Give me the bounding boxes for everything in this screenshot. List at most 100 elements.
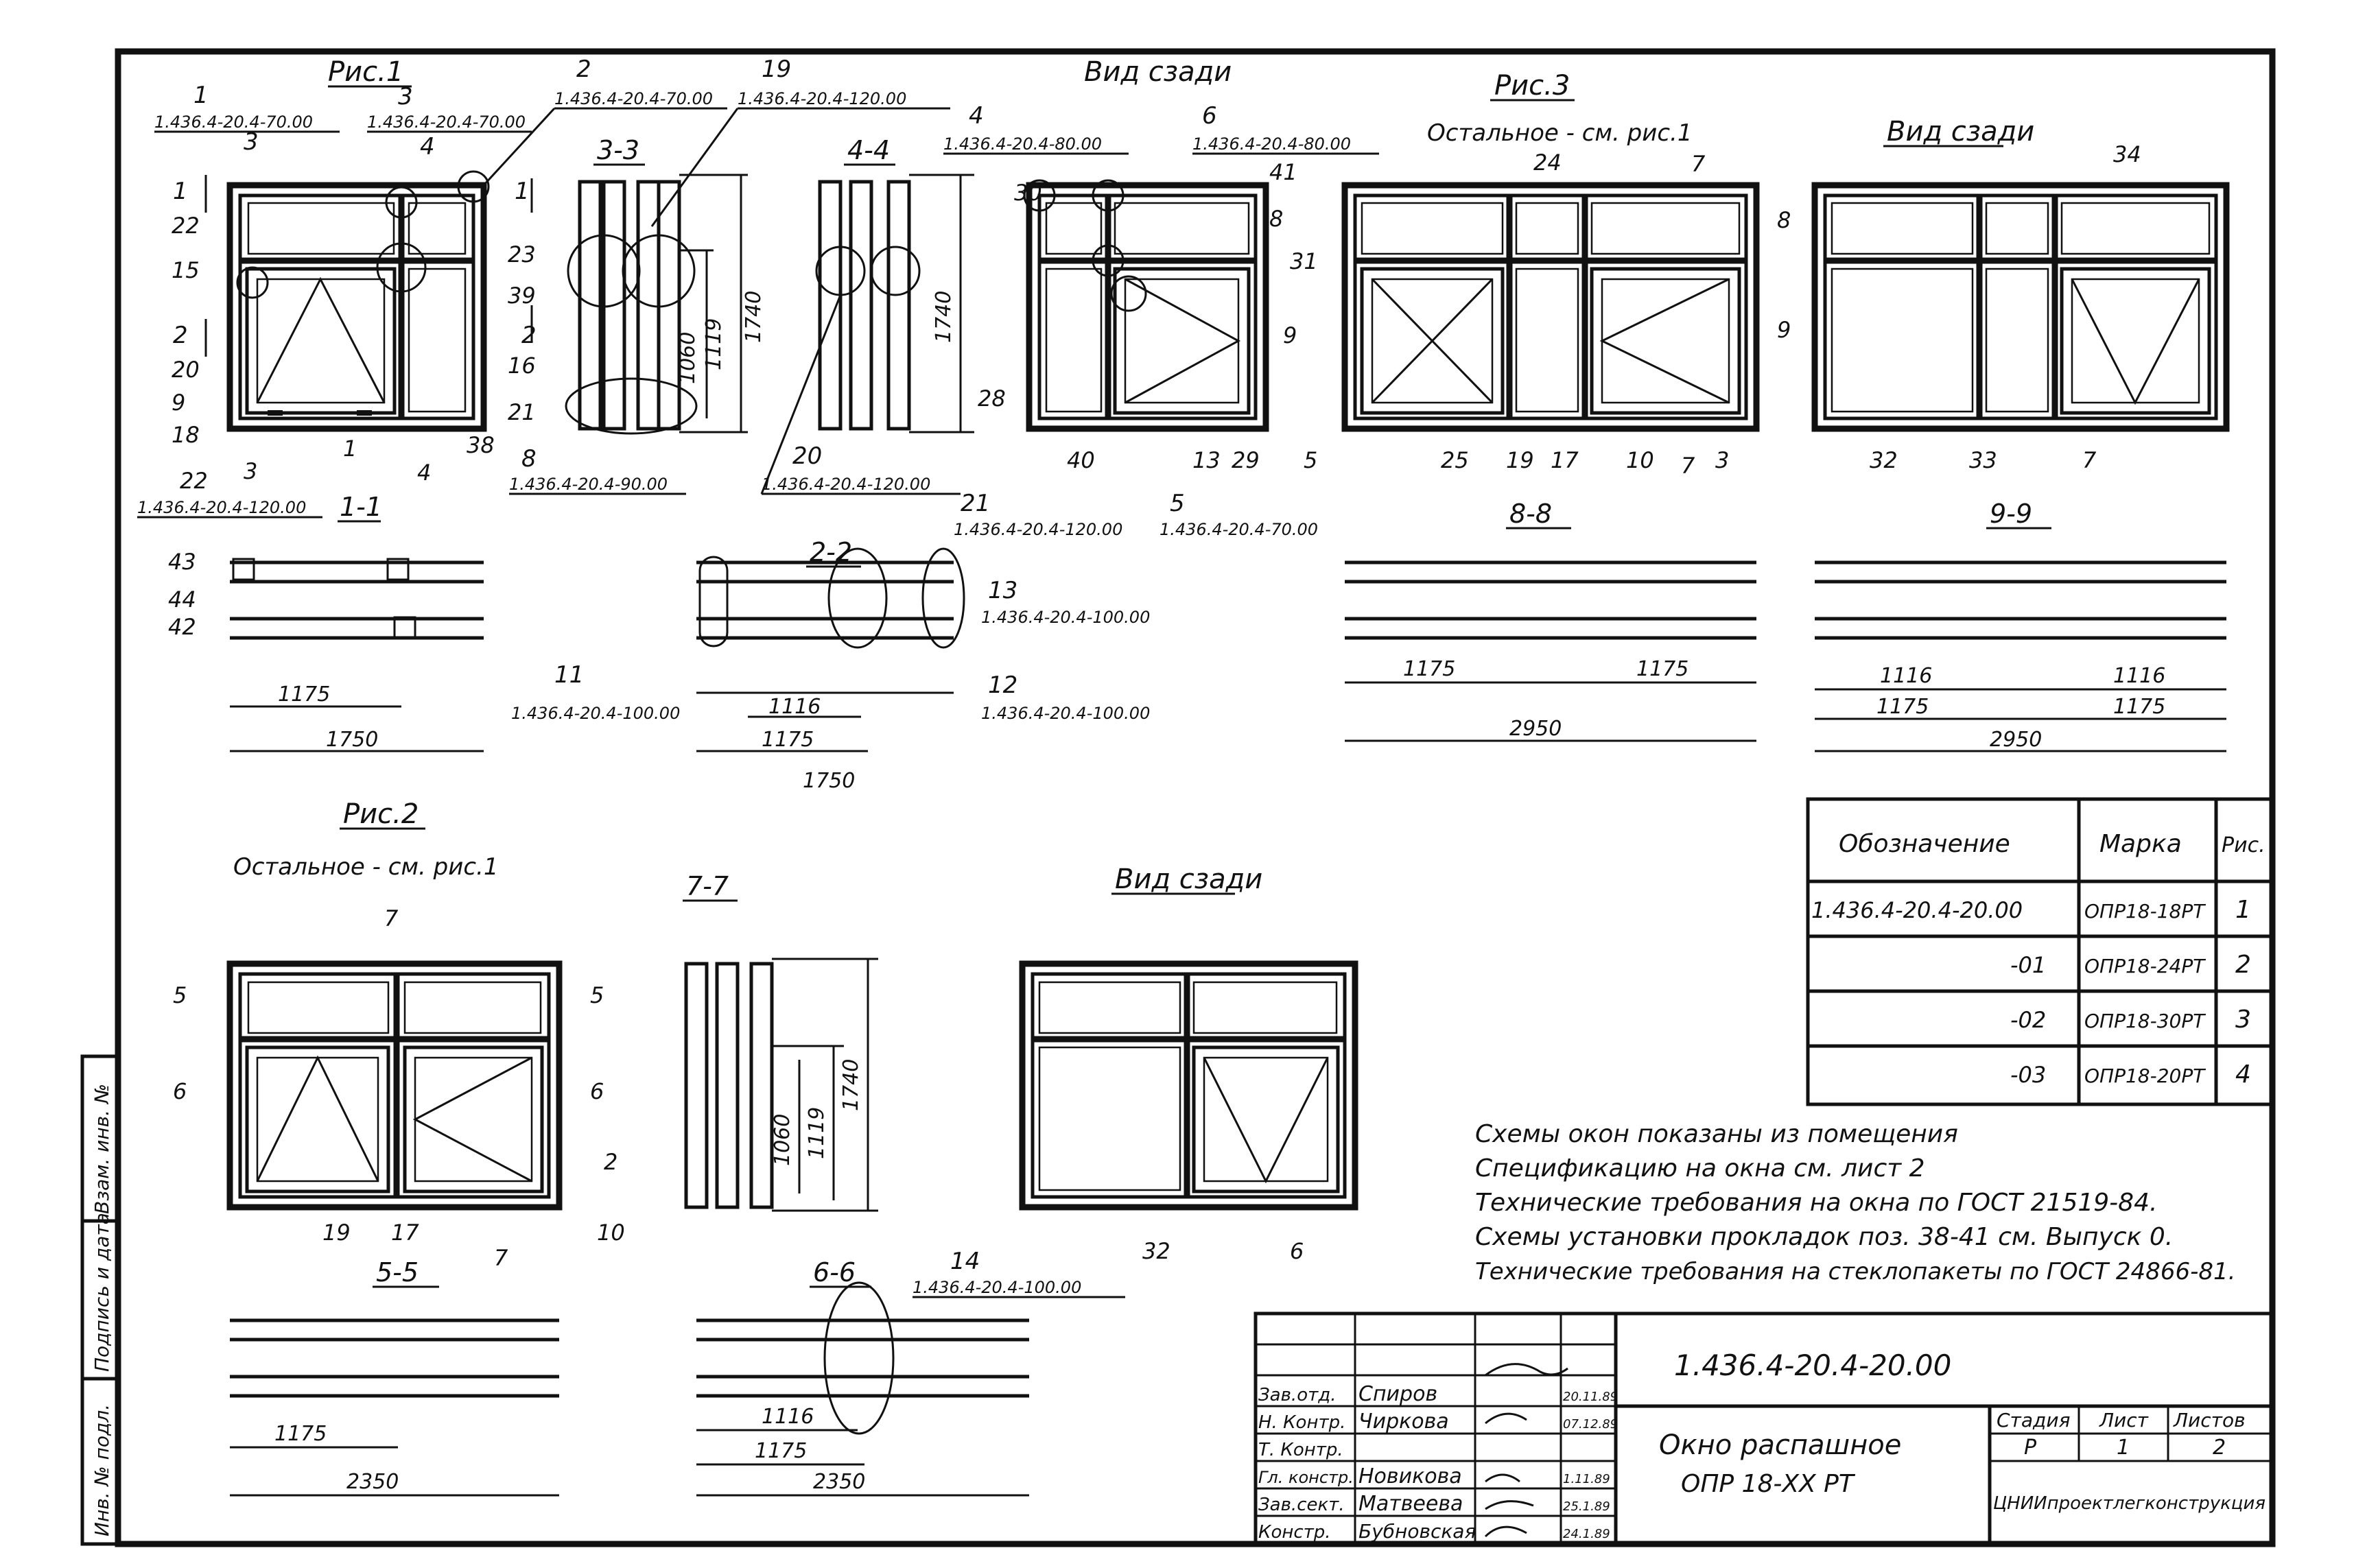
tb-role-5: Зав.сект.: [1258, 1495, 1345, 1515]
tb-sheet-label: Лист: [2099, 1409, 2149, 1432]
pos-11: 11: [554, 661, 584, 689]
svg-text:22: 22: [172, 213, 200, 239]
svg-text:1: 1: [515, 178, 530, 205]
dim-1175-e: 1175: [1876, 695, 1929, 719]
fig2-back-view: [1019, 960, 1358, 1211]
svg-text:6: 6: [173, 1078, 187, 1104]
pos-12: 12: [988, 672, 1017, 699]
svg-text:21: 21: [508, 399, 536, 425]
pos-8: 8: [521, 445, 537, 473]
dim-1740-a: 1740: [742, 291, 766, 343]
note-5: Технические требования на стеклопакеты п…: [1475, 1258, 2235, 1285]
table-row-1-code: 1.436.4-20.4-20.00: [1811, 897, 2023, 923]
svg-text:19: 19: [1506, 447, 1534, 473]
rest-note-fig2: Остальное - см. рис.1: [233, 853, 498, 881]
svg-text:10: 10: [597, 1220, 625, 1246]
tb-name-5: Матвеева: [1358, 1492, 1463, 1516]
svg-text:44: 44: [168, 586, 196, 613]
svg-text:32: 32: [1870, 447, 1898, 473]
code-20: 1.436.4-20.4-120.00: [762, 475, 930, 494]
svg-text:1: 1: [173, 178, 188, 205]
rest-note-fig3: Остальное - см. рис.1: [1427, 119, 1692, 147]
fig1-front-view: Рис.1: [204, 56, 533, 432]
pos-1: 1: [193, 82, 209, 109]
svg-text:29: 29: [1232, 447, 1260, 473]
svg-text:31: 31: [1290, 248, 1318, 274]
table-row-4-code: -03: [2010, 1062, 2046, 1088]
tb-date-4: 1.11.89: [1563, 1472, 1610, 1486]
fig2-title: Рис.2: [343, 798, 419, 830]
svg-text:9: 9: [1777, 317, 1791, 343]
dim-1175-f: 1175: [2113, 695, 2165, 719]
svg-text:2: 2: [173, 322, 188, 349]
svg-text:5: 5: [1304, 447, 1317, 473]
section-7-7-drawing: [684, 958, 878, 1212]
note-3: Технические требования на окна по ГОСТ 2…: [1475, 1189, 2157, 1217]
table-row-1-mark: ОПР18-18РТ: [2084, 900, 2206, 923]
side-stamp-frame: [80, 1054, 120, 1546]
dim-1750-a: 1750: [803, 769, 855, 793]
dim-2350-a: 2350: [346, 1470, 399, 1494]
table-row-3-mark: ОПР18-30РТ: [2084, 1010, 2206, 1032]
pos-14: 14: [950, 1248, 980, 1275]
tb-doc-code: 1.436.4-20.4-20.00: [1674, 1349, 1951, 1382]
svg-text:4: 4: [417, 460, 431, 486]
svg-text:20: 20: [172, 357, 200, 383]
svg-text:7: 7: [1691, 151, 1706, 177]
svg-text:9: 9: [172, 390, 185, 416]
fig2-front-view: [226, 960, 563, 1211]
dim-1116-b: 1116: [1880, 664, 1932, 688]
code-8: 1.436.4-20.4-90.00: [509, 475, 668, 494]
code-2: 1.436.4-20.4-70.00: [554, 89, 713, 108]
tb-role-3: Т. Контр.: [1258, 1440, 1343, 1460]
svg-text:38: 38: [467, 432, 495, 458]
table-row-4-fig: 4: [2235, 1060, 2251, 1089]
table-row-1-fig: 1: [2235, 896, 2251, 924]
dim-1175-c: 1175: [1403, 657, 1455, 681]
tb-name-6: Бубновская: [1358, 1520, 1476, 1543]
note-4: Схемы установки прокладок поз. 38-41 см.…: [1475, 1223, 2173, 1251]
section-6-6-drawing: [696, 1281, 1029, 1497]
dim-1116-d: 1116: [762, 1405, 814, 1429]
tb-date-6: 24.1.89: [1563, 1527, 1610, 1541]
svg-text:42: 42: [168, 614, 196, 640]
svg-text:33: 33: [1969, 447, 1997, 473]
tb-org: ЦНИИпроектлегконструкция: [1993, 1493, 2265, 1514]
section-1-1-drawing: [230, 558, 484, 752]
tb-date-1: 20.11.89: [1563, 1390, 1618, 1404]
svg-text:24: 24: [1533, 150, 1562, 176]
dim-1116-c: 1116: [2113, 664, 2165, 688]
dim-1060-a: 1060: [676, 332, 700, 384]
note-1: Схемы окон показаны из помещения: [1475, 1120, 1958, 1148]
code-14: 1.436.4-20.4-100.00: [913, 1278, 1081, 1297]
code-13: 1.436.4-20.4-100.00: [981, 608, 1150, 627]
dim-2950-a: 2950: [1509, 717, 1562, 741]
svg-text:43: 43: [168, 549, 196, 575]
tb-name-4: Новикова: [1358, 1464, 1462, 1488]
svg-text:7: 7: [2082, 447, 2097, 473]
tb-name-1: Спиров: [1358, 1382, 1437, 1406]
tb-sheet: 1: [2117, 1436, 2130, 1460]
svg-text:15: 15: [172, 257, 200, 283]
dim-1175-b: 1175: [278, 682, 330, 706]
pos-13: 13: [988, 577, 1017, 604]
svg-text:7: 7: [1681, 453, 1695, 479]
section-1-1: 1-1: [340, 492, 382, 522]
tb-stage: Р: [2024, 1436, 2037, 1460]
side-stamp-2: Подпись и дата: [91, 1213, 113, 1372]
svg-text:19: 19: [322, 1220, 351, 1246]
fig3-back-view: [1811, 182, 2230, 432]
svg-text:17: 17: [1551, 447, 1579, 473]
pos-20: 20: [792, 442, 822, 470]
section-5-5-drawing: [230, 1318, 559, 1497]
section-4-4: 4-4: [815, 135, 974, 433]
dim-1175-h: 1175: [755, 1439, 807, 1463]
pos-22: 22: [180, 468, 208, 494]
fig1-back-view: [1023, 179, 1269, 432]
dim-1175-g: 1175: [274, 1422, 327, 1446]
svg-text:2: 2: [604, 1149, 617, 1175]
svg-text:34: 34: [2113, 141, 2141, 167]
section-8-8: 8-8: [1509, 499, 1552, 529]
svg-text:13: 13: [1192, 447, 1221, 473]
svg-text:1: 1: [343, 436, 357, 462]
